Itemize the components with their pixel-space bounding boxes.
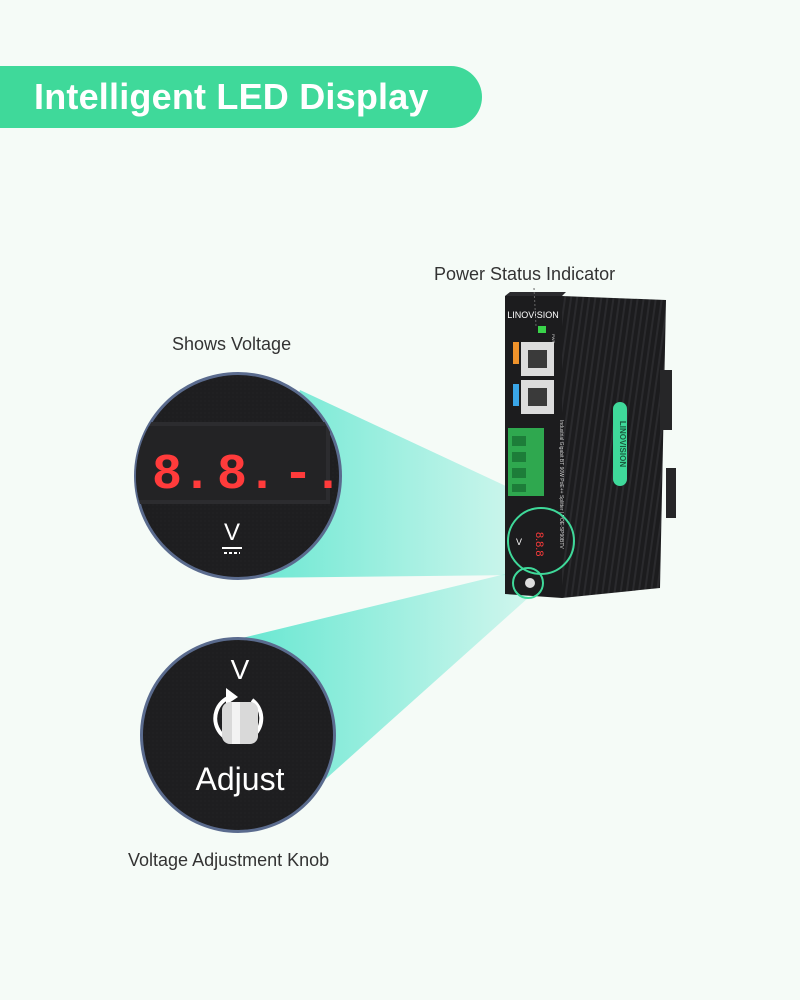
zoom-voltage-unit: V xyxy=(224,519,240,546)
zoom-digit-1: 8. xyxy=(152,447,212,504)
title-banner: Intelligent LED Display xyxy=(0,66,482,128)
caption-power-status: Power Status Indicator xyxy=(434,264,616,284)
mini-knob xyxy=(525,578,535,588)
knob-highlight-ring xyxy=(512,567,544,599)
port1-tag xyxy=(513,342,519,364)
side-brand-strip xyxy=(613,402,627,486)
side-brand-text: LINOVISION xyxy=(618,421,627,467)
page-title: Intelligent LED Display xyxy=(34,76,429,117)
port2-tag xyxy=(513,384,519,406)
mini-display-digits: 8.8.8 xyxy=(533,532,545,556)
zoom-digit-2: 8. xyxy=(217,447,277,504)
zoom-knob: V Adjust xyxy=(140,637,336,833)
knob-adjust-label: Adjust xyxy=(196,761,285,797)
mini-voltage-icon: V xyxy=(516,537,522,547)
device-model-text: Industrial Gigabit BT 90W PoE++ Splitter… xyxy=(558,420,564,549)
device-body: LINOVISION LINOVISION PWR Industrial Gig… xyxy=(505,292,676,599)
caption-adjust-knob: Voltage Adjustment Knob xyxy=(128,850,330,870)
zoom-digit-3: -. xyxy=(283,447,343,504)
brand-logo: LINOVISION xyxy=(507,310,559,320)
knob-unit-label: V xyxy=(231,654,250,685)
pwr-led xyxy=(538,326,546,333)
zoom-display: 8. 8. -. V xyxy=(134,372,343,580)
caption-shows-voltage: Shows Voltage xyxy=(172,334,292,354)
pwr-label: PWR xyxy=(551,334,556,343)
